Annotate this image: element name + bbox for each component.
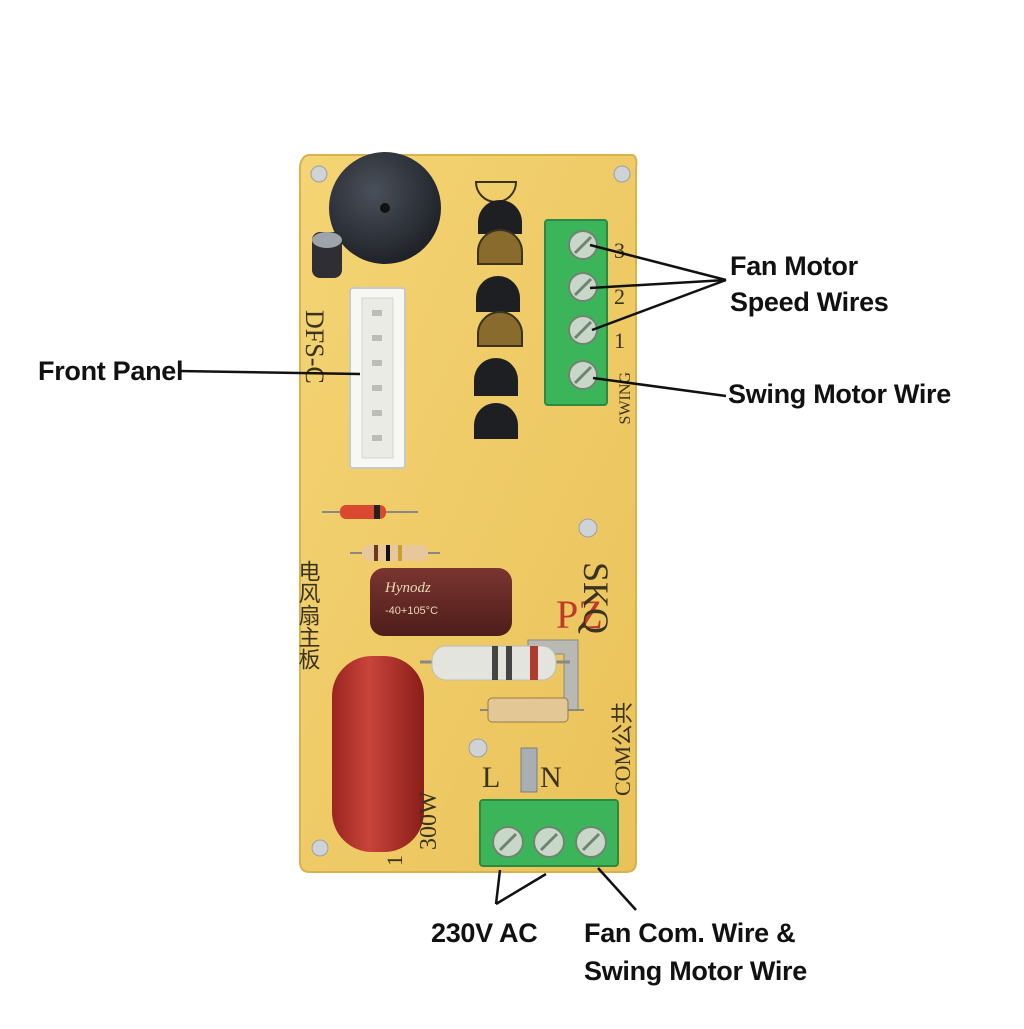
pcb-model-text: DFS-C: [300, 310, 329, 384]
electrolytic-capacitor: [370, 568, 512, 636]
leader-ac-n: [495, 872, 547, 906]
board-one-marking: 1: [382, 855, 407, 866]
cap-rating-text: -40+105°C: [385, 605, 438, 617]
mount-hole: [311, 839, 329, 857]
fuse: [487, 697, 569, 723]
terminal-label-3: 3: [614, 238, 625, 263]
buzzer-hole: [380, 203, 390, 213]
callout-fan-speed-line2: Speed Wires: [730, 287, 889, 317]
small-capacitor-top: [312, 232, 342, 248]
terminal-label-l: L: [482, 761, 500, 794]
speed-terminal-block: [544, 219, 608, 406]
brand-prefix-text: PZ: [556, 592, 603, 637]
terminal-label-com: COM公共: [610, 702, 635, 796]
leader-lines: [177, 243, 727, 911]
film-capacitor: [332, 656, 424, 852]
board-cn-title: 电风扇主板: [296, 560, 321, 670]
cap-brand-text: Hynodz: [384, 580, 431, 596]
leader-speed-3: [589, 243, 727, 282]
terminal-label-2: 2: [614, 284, 625, 309]
leader-ac-l: [494, 869, 502, 905]
power-rating-text: 300W: [416, 791, 442, 850]
callout-com-line1: Fan Com. Wire &: [584, 918, 796, 948]
leader-speed-2: [589, 278, 727, 290]
transistor-column: [474, 181, 523, 439]
callout-ac-input: 230V AC: [431, 918, 538, 948]
speed-terminal-screws: [568, 230, 598, 390]
callout-swing-motor: Swing Motor Wire: [728, 379, 951, 409]
callout-com-line2: Swing Motor Wire: [584, 956, 807, 986]
callout-fan-speed-line1: Fan Motor: [730, 251, 858, 281]
mount-hole: [468, 738, 488, 758]
leader-swing: [592, 376, 727, 398]
mount-hole: [310, 165, 328, 183]
terminal-label-swing: SWING: [617, 372, 634, 425]
front-panel-connector-slot: [361, 297, 394, 459]
connector-pins: [372, 310, 382, 441]
mount-hole: [578, 518, 598, 538]
leader-com: [597, 867, 637, 911]
brand-text: SKQ: [576, 562, 616, 634]
callout-front-panel: Front Panel: [38, 356, 184, 386]
terminal-label-n: N: [540, 761, 562, 794]
n-pin: [520, 747, 538, 793]
leader-front-panel: [177, 369, 361, 376]
terminal-label-1: 1: [614, 328, 625, 353]
resistor: [362, 545, 428, 561]
ac-terminal-screws: [492, 826, 607, 858]
mount-hole: [613, 165, 631, 183]
leader-speed-1: [591, 278, 727, 332]
